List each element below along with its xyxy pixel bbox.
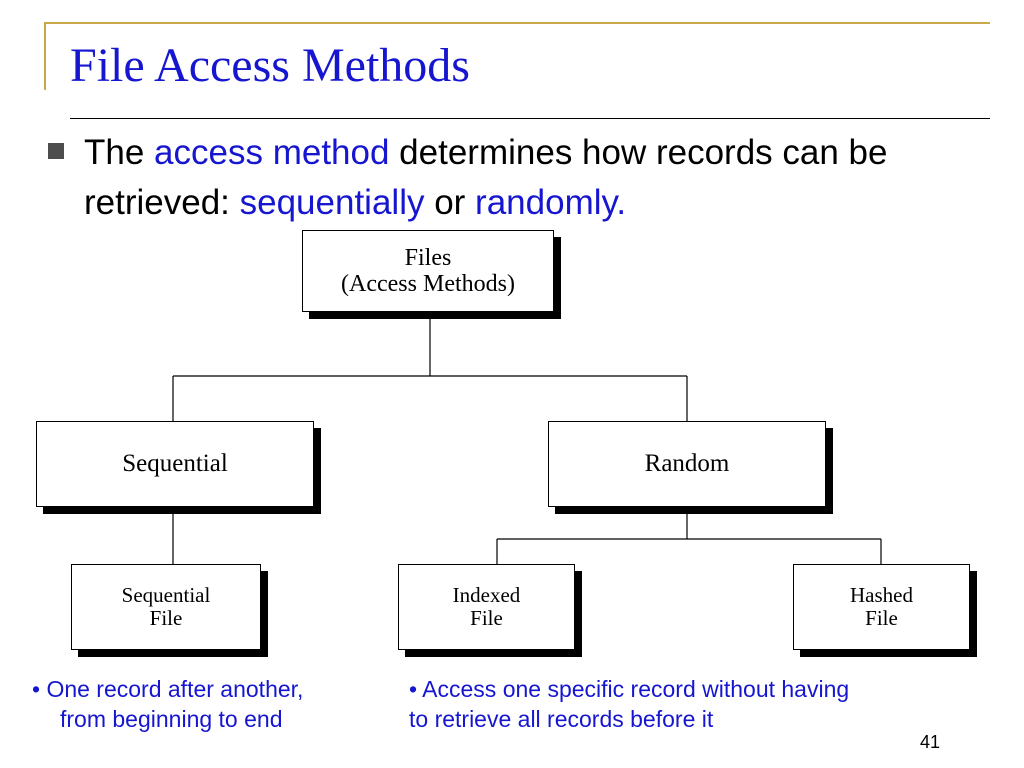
node-label: Sequential (122, 450, 228, 478)
node-files-access-methods: Files (Access Methods) (302, 230, 554, 312)
highlight-access-method: access method (154, 133, 390, 172)
title-divider (70, 118, 990, 119)
slide-title: File Access Methods (70, 39, 470, 92)
frame-accent-vertical (44, 22, 46, 90)
node-sequential: Sequential (36, 421, 314, 507)
bullet-text: The access method determines how records… (84, 128, 984, 228)
node-label: Hashed (850, 582, 913, 607)
note-line: to retrieve all records before it (409, 706, 714, 732)
note-sequential: • One record after another, from beginni… (32, 674, 392, 734)
bullet-text-part: or (424, 183, 476, 222)
highlight-randomly: randomly. (475, 183, 627, 222)
note-line: from beginning to end (60, 706, 283, 732)
node-label: (Access Methods) (341, 271, 515, 297)
bullet-text-part: determines how records can be retrieved: (84, 133, 888, 222)
bullet-text-part: The (84, 133, 155, 172)
square-bullet-icon (48, 143, 64, 159)
node-indexed-file: Indexed File (398, 564, 575, 650)
node-label: Random (644, 450, 730, 478)
note-random: • Access one specific record without hav… (409, 674, 969, 734)
node-random: Random (548, 421, 826, 507)
node-sequential-file: Sequential File (71, 564, 261, 650)
node-label: Sequential (121, 582, 211, 607)
note-line: • One record after another, (32, 676, 304, 702)
page-number: 41 (920, 732, 941, 752)
node-label: Indexed (452, 582, 521, 607)
note-line: • Access one specific record without hav… (409, 676, 850, 702)
frame-accent-horizontal (44, 22, 990, 24)
node-label: File (865, 606, 898, 630)
node-label: Files (404, 244, 452, 271)
node-label: File (149, 606, 183, 630)
node-hashed-file: Hashed File (793, 564, 970, 650)
highlight-sequentially: sequentially (239, 183, 425, 222)
node-label: File (470, 606, 503, 630)
